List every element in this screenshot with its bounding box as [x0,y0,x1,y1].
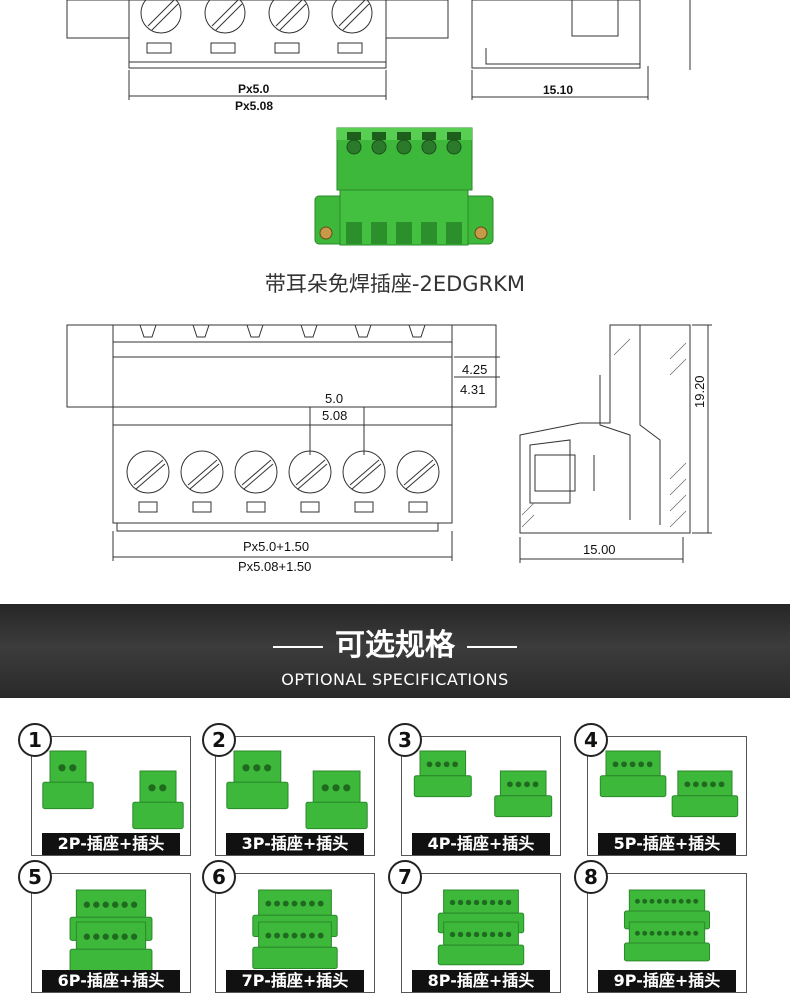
option-connector-image [623,889,711,962]
option-label: 4P-插座+插头 [412,833,550,855]
option-connector-image [42,750,184,830]
top-dim-pitch-2: Px5.08 [235,99,274,113]
option-number-badge: 3 [388,723,422,757]
option-card-1[interactable]: 2P-插座+插头 [31,736,191,856]
top-technical-drawing [66,0,691,100]
option-connector-image [252,889,338,970]
product-caption: 带耳朵免焊插座-2EDGRKM [264,272,526,296]
option-label: 2P-插座+插头 [42,833,180,855]
option-card-6[interactable]: 7P-插座+插头 [215,873,375,993]
banner-title-text: 可选规格 [335,628,455,663]
front-dim-pitch-1: 5.0 [325,391,344,406]
banner-line-left [273,645,323,648]
option-number-badge: 2 [202,723,236,757]
option-number-badge: 1 [18,723,52,757]
option-label: 7P-插座+插头 [226,970,364,992]
option-number-badge: 6 [202,860,236,894]
option-card-7[interactable]: 8P-插座+插头 [401,873,561,993]
option-connector-image [413,750,553,818]
top-dim-side: 15.10 [543,83,574,97]
option-connector-image [226,750,368,830]
front-dim-pitch-2: 5.08 [322,408,348,423]
side-dim-depth: 15.00 [583,542,616,557]
option-label: 9P-插座+插头 [598,970,736,992]
option-number-badge: 8 [574,860,608,894]
top-dim-pitch-1: Px5.0 [238,82,270,96]
option-card-5[interactable]: 6P-插座+插头 [31,873,191,993]
option-number-badge: 5 [18,860,52,894]
option-label: 6P-插座+插头 [42,970,180,992]
option-connector-image [69,889,153,973]
banner-line-right [467,645,517,648]
front-dim-height-2: 4.31 [460,382,486,397]
section-banner [0,604,790,698]
option-connector-image [437,889,525,966]
front-dim-height-1: 4.25 [462,362,488,377]
front-dim-width-2: Px5.08+1.50 [238,559,312,574]
banner-subtitle: OPTIONAL SPECIFICATIONS [281,670,509,689]
banner-title: 可选规格 [0,620,790,664]
connector-product-photo [314,127,494,246]
side-technical-drawing [519,324,712,563]
option-card-8[interactable]: 9P-插座+插头 [587,873,747,993]
option-card-2[interactable]: 3P-插座+插头 [215,736,375,856]
option-number-badge: 7 [388,860,422,894]
option-connector-image [599,750,739,818]
option-number-badge: 4 [574,723,608,757]
front-technical-drawing [66,324,500,561]
side-dim-height: 19.20 [692,375,707,408]
option-label: 5P-插座+插头 [598,833,736,855]
option-label: 8P-插座+插头 [412,970,550,992]
front-dim-width-1: Px5.0+1.50 [243,539,310,554]
option-card-4[interactable]: 5P-插座+插头 [587,736,747,856]
option-card-3[interactable]: 4P-插座+插头 [401,736,561,856]
option-label: 3P-插座+插头 [226,833,364,855]
